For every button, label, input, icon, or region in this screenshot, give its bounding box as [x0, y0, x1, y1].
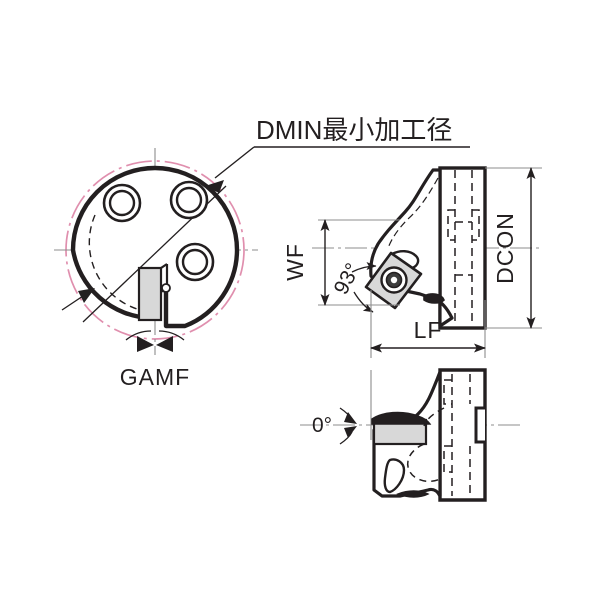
insert-top-edge: [371, 411, 432, 425]
shank-internal-bore: [447, 170, 480, 326]
clamp-neck-dashed: [423, 407, 445, 427]
bottom-internal-bore: [443, 374, 471, 496]
gamf-angle-indicator: [125, 330, 185, 352]
shank-body: [438, 166, 487, 330]
gamf-arrow-left-icon: [137, 336, 154, 352]
wf-dimension: WF: [282, 219, 400, 306]
wf-label: WF: [282, 243, 308, 281]
dcon-label: DCON: [492, 212, 518, 284]
relief-arc: [88, 214, 151, 313]
angle-0-arrow-down-icon: [344, 426, 357, 438]
gamf-label: GAMF: [120, 364, 190, 390]
head-bottom-nub: [423, 293, 445, 304]
insert-screw-front: [161, 283, 171, 293]
dmin-leader-arrow-icon: [205, 180, 224, 193]
dmin-callout: DMIN最小加工径: [205, 115, 470, 193]
shank-step-notch: [474, 406, 485, 444]
dcon-dimension: DCON: [485, 167, 542, 329]
dmin-leader-diagonal: [214, 146, 255, 179]
cutting-insert-front: [137, 263, 171, 322]
gamf-arrow-right-icon: [156, 336, 173, 352]
coolant-slot: [383, 458, 406, 494]
lf-dimension: LF: [370, 290, 486, 358]
cutting-insert-side: [364, 251, 423, 310]
lf-label: LF: [414, 317, 443, 343]
angle-0-arrow-up-icon: [344, 412, 357, 424]
angle-0-label: 0°: [312, 414, 332, 437]
bottom-view-nub: [396, 490, 430, 498]
mounting-hole-upper-left: [102, 183, 142, 223]
angle-0-annotation: 0°: [312, 407, 357, 445]
front-circular-view: GAMF: [54, 148, 258, 390]
mounting-hole-upper-right: [169, 180, 209, 220]
bottom-profile-view: 0°: [300, 368, 520, 502]
head-relief-line: [387, 177, 439, 249]
dmin-label: DMIN最小加工径: [256, 115, 452, 145]
angle-93-arrow-right-icon: [351, 262, 377, 273]
mounting-hole-lower-right: [175, 242, 215, 282]
rake-direction-indicator: [61, 288, 95, 311]
side-profile-view: DCON WF 93° LF: [282, 166, 542, 358]
clamp-seat-dashed: [406, 443, 443, 483]
rake-arrow-icon: [78, 288, 95, 303]
